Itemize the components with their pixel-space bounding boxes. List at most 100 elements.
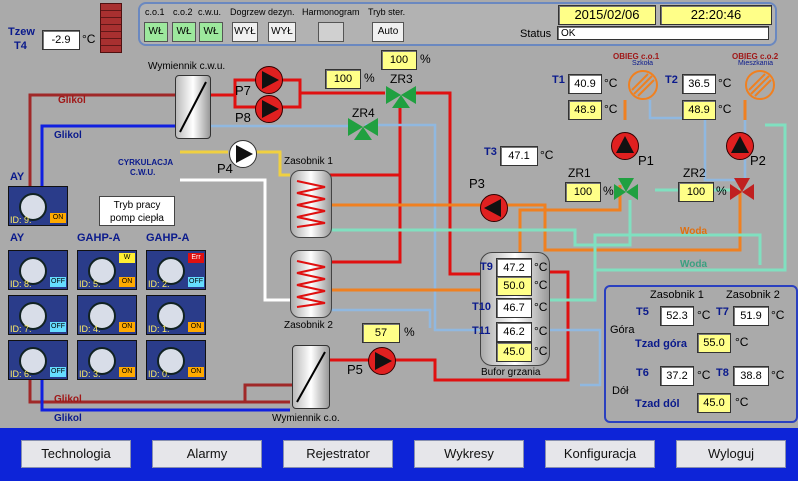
- panel-col1-header: Zasobnik 1: [650, 289, 704, 301]
- t9-setpoint-unit: °C: [534, 278, 548, 292]
- glikol-top-label: Glikol: [58, 95, 86, 106]
- outside-temp-unit: °C: [82, 32, 96, 46]
- valve-zr1-icon[interactable]: [612, 178, 640, 206]
- t3-label: T3: [484, 146, 497, 158]
- t6-value: 37.2: [660, 366, 694, 386]
- p5-percent-value: 57: [362, 323, 400, 343]
- nav-konfiguracja-button[interactable]: Konfiguracja: [545, 440, 655, 468]
- pump-p7-label: P7: [235, 83, 251, 98]
- outside-temp-value: -2.9: [42, 30, 80, 50]
- cyrkulacja-label-line2: C.W.U.: [130, 168, 156, 177]
- t10-unit: °C: [534, 300, 548, 314]
- heatpump-id7[interactable]: ID: 7.OFF: [8, 295, 68, 335]
- nav-technologia-button[interactable]: Technologia: [21, 440, 131, 468]
- t8-unit: °C: [771, 368, 785, 382]
- t10-value: 46.7: [496, 298, 532, 318]
- tryb-pracy-pomp-button[interactable]: Tryb pracy pomp ciepła: [99, 196, 175, 226]
- gahp-a-label-1: GAHP-A: [77, 232, 121, 244]
- zr3-percent-unit-top: %: [420, 52, 431, 66]
- t3-value: 47.1: [500, 146, 538, 166]
- heatpump-dial-icon: [157, 347, 185, 375]
- glikol-bottom-label: Glikol: [54, 394, 82, 405]
- nav-wykresy-button[interactable]: Wykresy: [414, 440, 524, 468]
- heatpump-dial-icon: [88, 257, 116, 285]
- t11-unit: °C: [534, 324, 548, 338]
- heatpump-id3[interactable]: ID: 3.ON: [77, 340, 137, 380]
- radiator-co1-icon: [628, 70, 658, 100]
- obieg1-label-line1: OBIEG c.o.1: [613, 52, 660, 61]
- t6-label: T6: [636, 367, 649, 379]
- heatpump-id4[interactable]: ID: 4.ON: [77, 295, 137, 335]
- pump-p3-icon[interactable]: [480, 194, 508, 222]
- t11-setpoint-unit: °C: [534, 344, 548, 358]
- dogrzew-toggle-button[interactable]: WYŁ: [232, 22, 258, 42]
- co1-toggle-button[interactable]: WŁ: [144, 22, 168, 42]
- t1-setpoint: 48.9: [568, 100, 602, 120]
- pump-p4-icon[interactable]: [229, 140, 257, 168]
- pump-p1-icon[interactable]: [611, 132, 639, 160]
- tryb-ster-button[interactable]: Auto: [372, 22, 404, 42]
- t1-value: 40.9: [568, 74, 602, 94]
- t9-setpoint: 50.0: [496, 276, 532, 296]
- cyrkulacja-label-line1: CYRKULACJA: [118, 158, 174, 167]
- radiator-co2-icon: [745, 70, 775, 100]
- pump-p1-label: P1: [638, 153, 654, 168]
- heatpump-id1[interactable]: ID: 1.ON: [146, 295, 206, 335]
- t9-label: T9: [480, 261, 493, 273]
- nav-alarmy-button[interactable]: Alarmy: [152, 440, 262, 468]
- t7-label: T7: [716, 306, 729, 318]
- nav-wyloguj-button[interactable]: Wyloguj: [676, 440, 786, 468]
- pump-p5-icon[interactable]: [368, 347, 396, 375]
- harmonogram-button[interactable]: [318, 22, 344, 42]
- tzad-gora-unit: °C: [735, 335, 749, 349]
- gahp-a-label-2: GAHP-A: [146, 232, 190, 244]
- t7-unit: °C: [771, 308, 785, 322]
- heatpump-id6[interactable]: ID: 6.OFF: [8, 340, 68, 380]
- heatpump-id9[interactable]: ID: 9.ON: [8, 186, 68, 226]
- bottom-navigation: Technologia Alarmy Rejestrator Wykresy K…: [0, 428, 798, 481]
- wymiennik-cwu-label: Wymiennik c.w.u.: [148, 61, 226, 72]
- glikol-bottom2-label: Glikol: [54, 413, 82, 424]
- woda-label-2: Woda: [680, 259, 708, 270]
- tzad-dol-label: Tzad dól: [635, 398, 680, 410]
- bufor-grzania-label: Bufor grzania: [481, 367, 541, 378]
- valve-zr3-icon[interactable]: [386, 82, 416, 108]
- pump-p8-icon[interactable]: [255, 95, 283, 123]
- pump-p2-icon[interactable]: [726, 132, 754, 160]
- heatpump-id0[interactable]: ID: 0.ON: [146, 340, 206, 380]
- t5-label: T5: [636, 306, 649, 318]
- tzad-dol-unit: °C: [735, 395, 749, 409]
- cwu-toggle-button[interactable]: WŁ: [199, 22, 223, 42]
- co2-toggle-button[interactable]: WŁ: [172, 22, 196, 42]
- pump-p8-label: P8: [235, 110, 251, 125]
- zr1-percent-value: 100: [565, 182, 601, 202]
- t11-label: T11: [472, 325, 491, 337]
- tryb-pracy-line2: pomp ciepła: [110, 213, 164, 224]
- valve-zr4-icon[interactable]: [348, 116, 378, 140]
- t9-unit: °C: [534, 260, 548, 274]
- label-harmonogram: Harmonogram: [302, 7, 360, 17]
- label-co1: c.o.1: [145, 7, 165, 17]
- pump-p3-label: P3: [469, 176, 485, 191]
- valve-zr2-icon[interactable]: [728, 178, 756, 206]
- ay-label: AY: [10, 232, 25, 244]
- zr3-percent-value: 100: [325, 69, 361, 89]
- nav-rejestrator-button[interactable]: Rejestrator: [283, 440, 393, 468]
- t11-setpoint: 45.0: [496, 342, 532, 362]
- t9-value: 47.2: [496, 258, 532, 278]
- zasobnik2-tank: [290, 250, 332, 318]
- label-cwu: c.w.u.: [198, 7, 222, 17]
- t8-label: T8: [716, 367, 729, 379]
- zr1-label: ZR1: [568, 166, 591, 180]
- heatpump-id8[interactable]: ID: 8.OFF: [8, 250, 68, 290]
- t1-unit: °C: [604, 76, 618, 90]
- pump-p7-icon[interactable]: [255, 66, 283, 94]
- t10-label: T10: [472, 301, 491, 313]
- t2-label: T2: [665, 74, 678, 86]
- zr3-label: ZR3: [390, 72, 413, 86]
- harmonogram-toggle-button[interactable]: WYŁ: [268, 22, 296, 42]
- heatpump-dial-icon: [157, 257, 185, 285]
- t2-setpoint-unit: °C: [718, 102, 732, 116]
